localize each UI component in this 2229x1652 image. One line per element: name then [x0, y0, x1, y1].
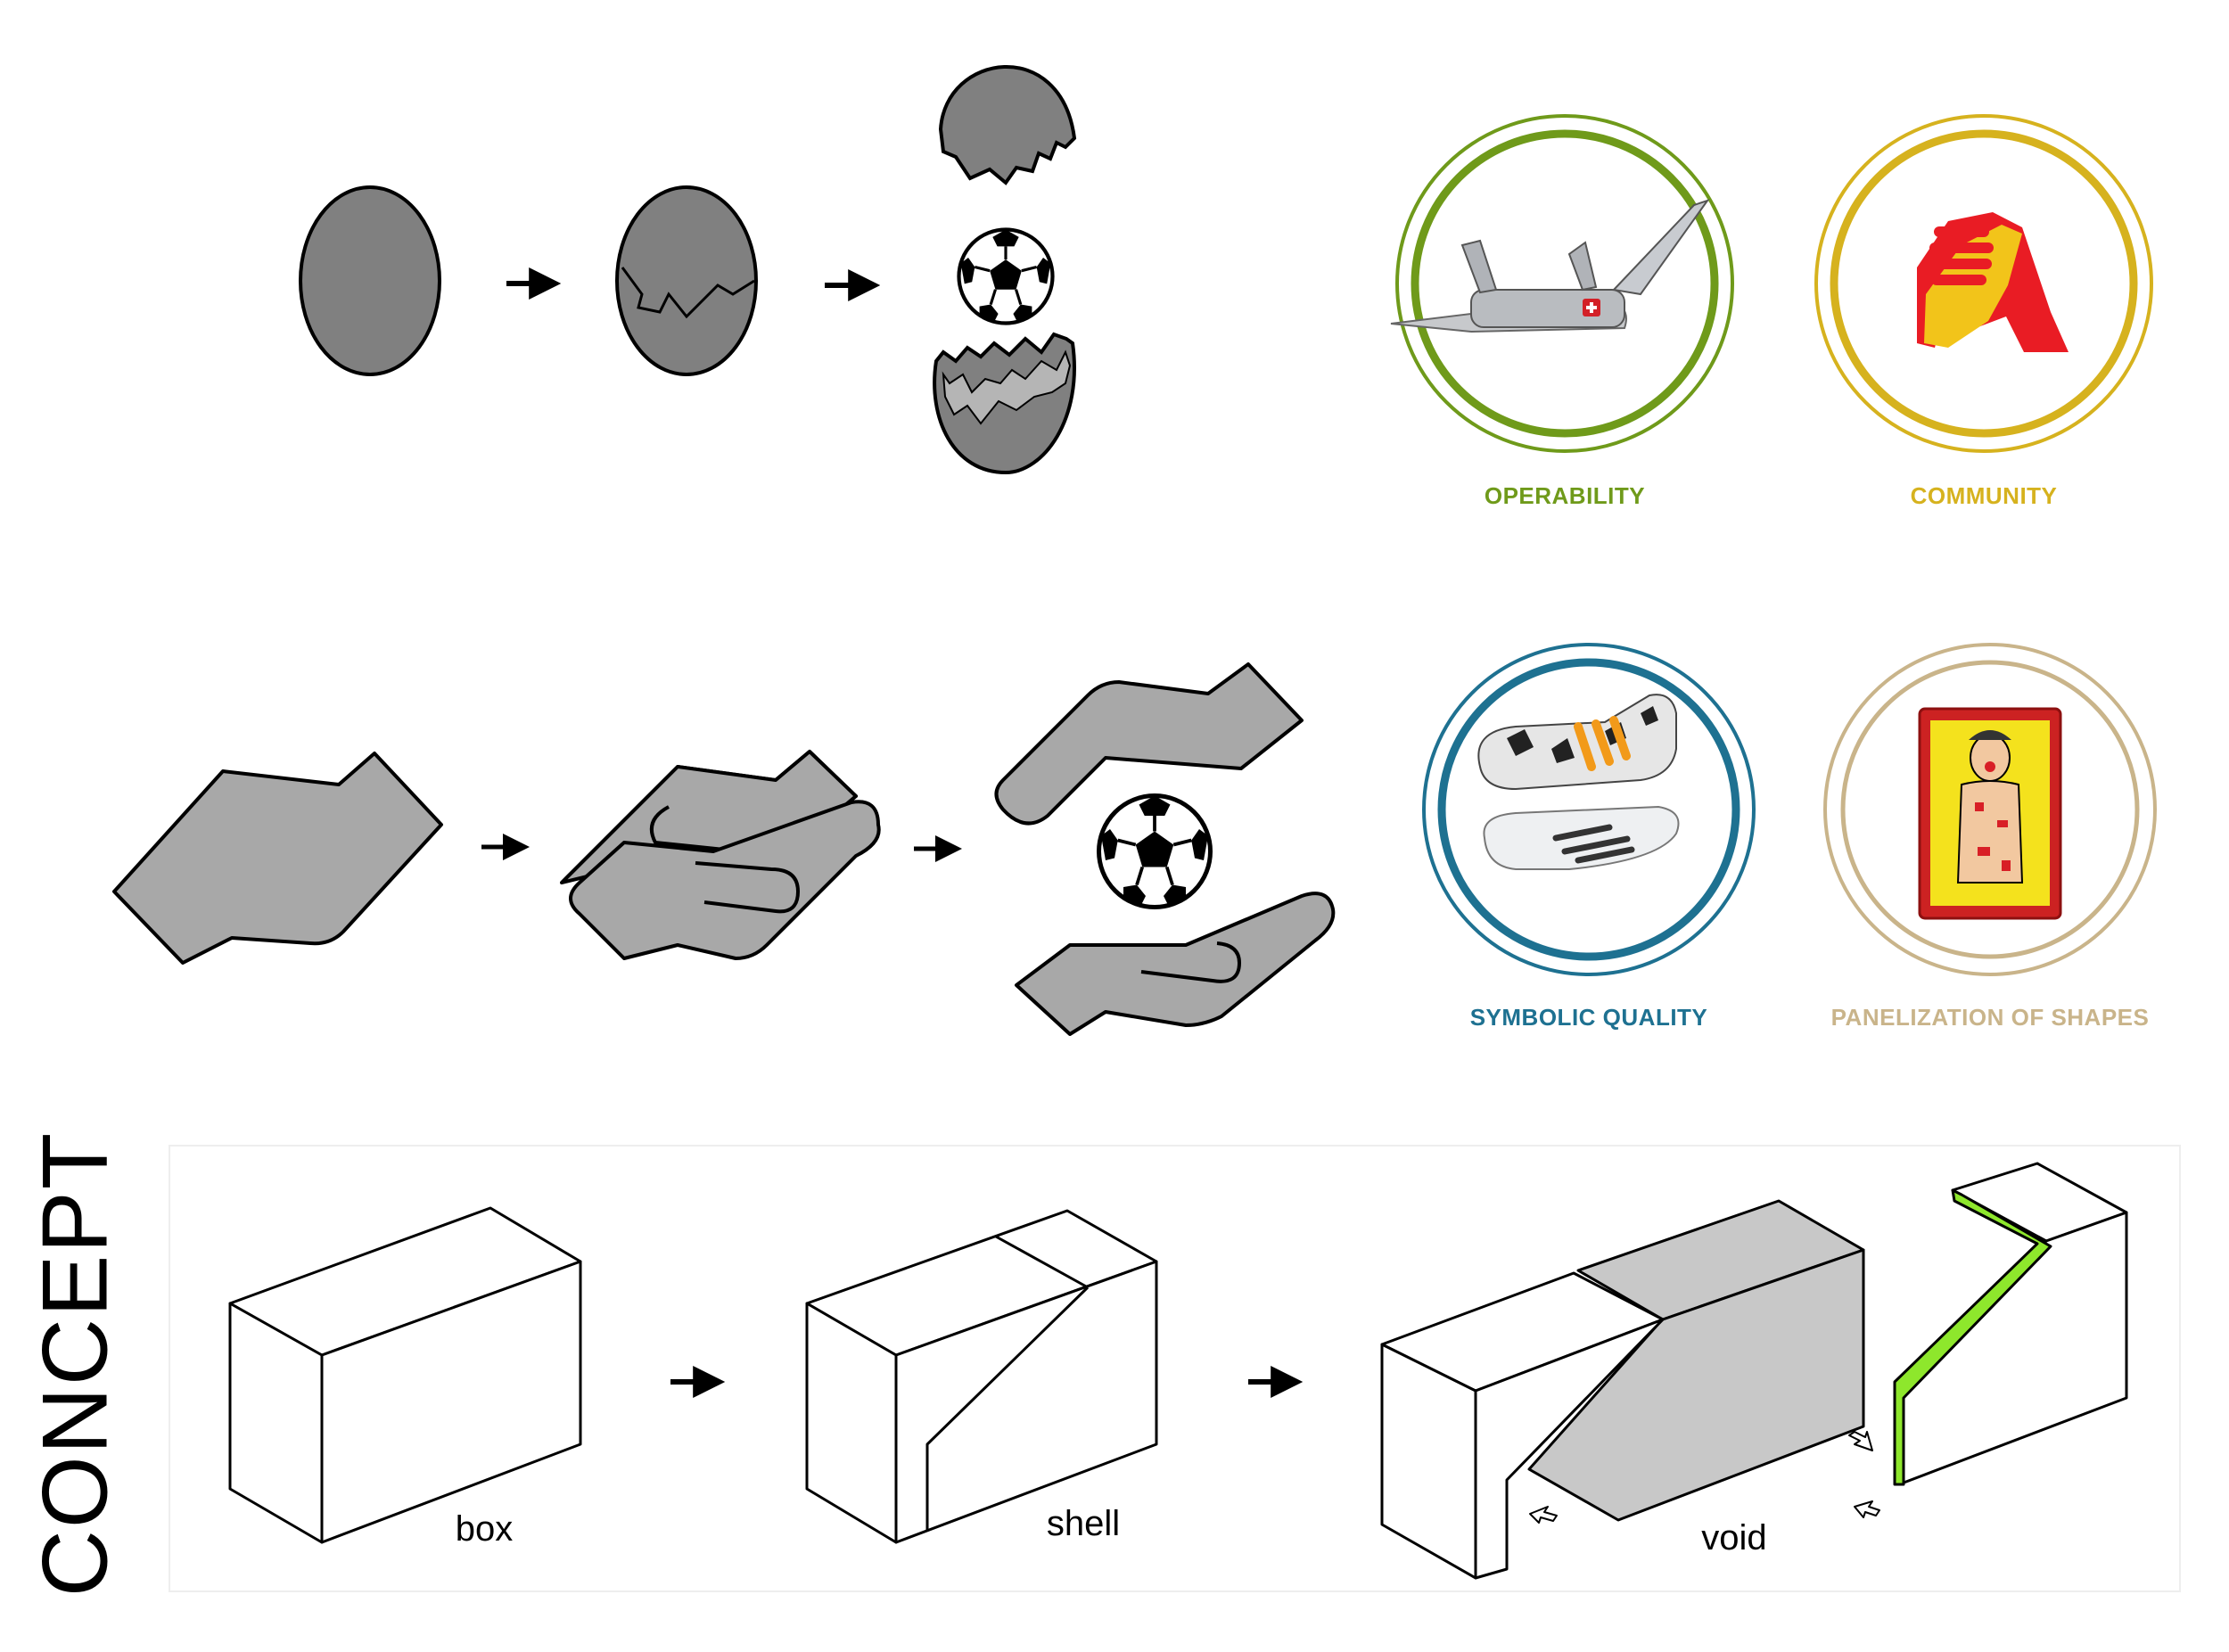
void-stage	[1380, 1199, 1880, 1580]
stage-label-box: box	[456, 1509, 514, 1549]
attribute-symbolic-quality: SYMBOLIC QUALITY	[1422, 643, 1756, 1031]
attribute-label: COMMUNITY	[1911, 482, 2058, 509]
whole-egg-icon	[299, 185, 441, 376]
attribute-label: OPERABILITY	[1485, 482, 1645, 509]
closed-hands-icon	[112, 752, 443, 965]
attribute-label: PANELIZATION OF SHAPES	[1831, 1004, 2150, 1031]
box-stage	[228, 1206, 582, 1544]
outward-arrow-icon	[1848, 1431, 1873, 1451]
attribute-label: SYMBOLIC QUALITY	[1470, 1004, 1708, 1031]
concept-title-text: CONCEPT	[23, 1130, 127, 1598]
egg-sequence	[299, 65, 1077, 475]
attribute-community: COMMUNITY	[1814, 114, 2153, 509]
outward-arrow-icon	[1854, 1500, 1880, 1518]
green-edge-highlight	[1893, 1188, 2052, 1486]
shell-stage	[805, 1209, 1158, 1544]
shell-section	[1893, 1162, 2128, 1486]
stage-label-void: void	[1701, 1518, 1766, 1557]
outward-arrow-icon	[1529, 1506, 1558, 1524]
hatching-egg-icon	[933, 65, 1077, 475]
cupped-hands-icon	[994, 662, 1336, 1036]
attribute-panelization: PANELIZATION OF SHAPES	[1823, 643, 2157, 1031]
handshake-icon	[1917, 212, 2069, 352]
operation-game-board-icon	[1918, 707, 2062, 920]
clasped-hands-icon	[560, 750, 881, 960]
swiss-army-knife-icon	[1390, 199, 1710, 333]
football-boots-icon	[1477, 694, 1680, 870]
cracked-egg-icon	[615, 185, 758, 376]
stage-label-shell: shell	[1047, 1504, 1120, 1543]
hand-sequence	[112, 662, 1336, 1036]
concept-title: CONCEPT	[24, 1131, 127, 1597]
attribute-operability: OPERABILITY	[1390, 114, 1734, 509]
